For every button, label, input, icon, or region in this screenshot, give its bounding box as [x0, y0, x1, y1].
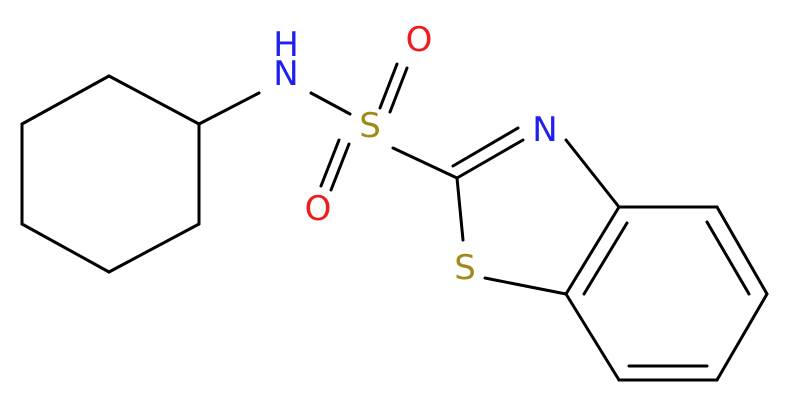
bond-c5-c6 [715, 292, 769, 382]
bond-sulfonyl-c2 [391, 146, 459, 180]
bond-s-o-top-a [378, 62, 399, 110]
bonds [20, 62, 769, 382]
bond-c4-c5-inner [705, 220, 751, 296]
bond-c7-c7a [564, 292, 621, 382]
atom-oxygen-top: O [406, 20, 433, 60]
bond-c4-c5 [715, 205, 769, 296]
bond-s-o-bottom-b [329, 142, 351, 192]
bond-s-o-bottom-a [319, 138, 341, 188]
bond-cyclohexane-3 [107, 222, 201, 274]
bond-cyclohexyl-n [197, 91, 261, 126]
bond-c2-s [455, 176, 465, 242]
bond-s-c7a [483, 276, 568, 296]
bond-c7a-c3a-inner [582, 221, 629, 296]
atom-thiazole-s: S [454, 248, 476, 288]
atom-sulfonyl-s: S [359, 106, 381, 146]
bond-c2-n-a [455, 138, 525, 180]
bond-s-o-top-b [388, 66, 409, 114]
bond-n-sulfonyl [309, 91, 352, 116]
bond-cyclohexane-1 [107, 74, 201, 126]
atom-amine-h: H [273, 25, 299, 65]
bond-c2-n-b [451, 126, 520, 168]
bond-c7a-c3a [564, 205, 621, 296]
atom-labels: H N S O O N S [273, 20, 558, 288]
bond-cyclohexane-6 [20, 74, 111, 126]
bond-n-c3a [564, 138, 621, 209]
atom-thiazole-n: N [532, 110, 557, 150]
atom-amine-n: N [273, 54, 298, 94]
bond-cyclohexane-4 [20, 222, 111, 274]
atom-oxygen-bottom: O [305, 189, 332, 229]
